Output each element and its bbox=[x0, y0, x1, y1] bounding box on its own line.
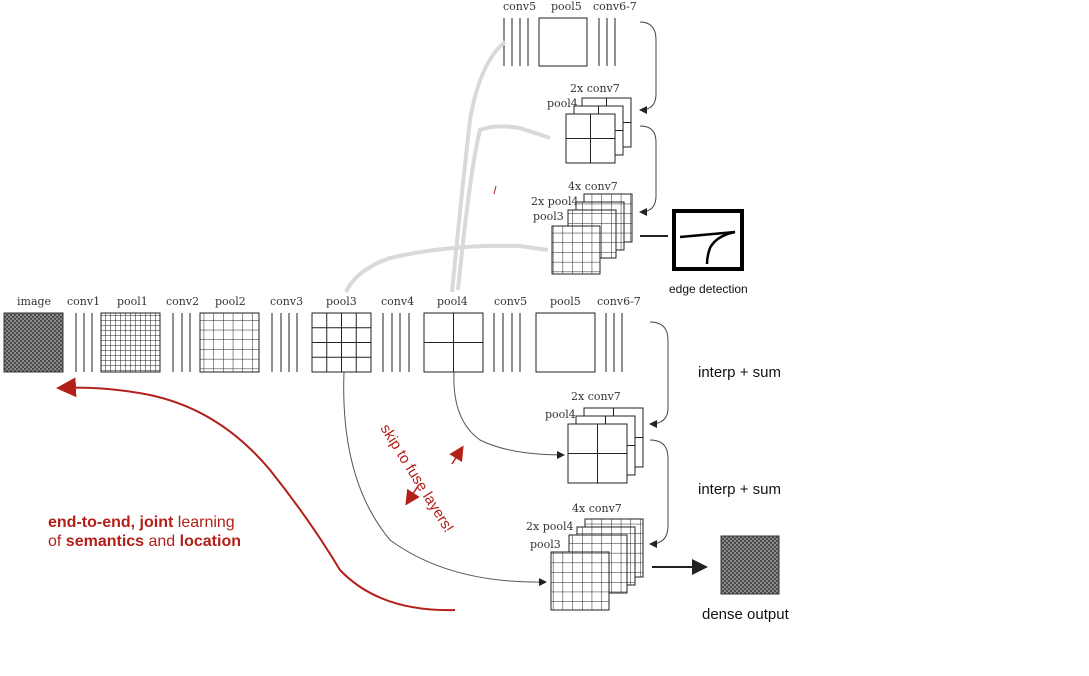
row-label-conv2: conv2 bbox=[166, 295, 199, 308]
edge-detection-label: edge detection bbox=[669, 282, 748, 296]
bottom-stage2-stack bbox=[567, 407, 644, 484]
skip-annotation: skip to fuse layers! bbox=[377, 421, 457, 535]
e2e-pre-2: of bbox=[48, 533, 66, 550]
ghost-red-tick bbox=[493, 185, 497, 195]
conv1-lines bbox=[75, 313, 93, 372]
dense-output-image bbox=[720, 535, 780, 595]
e2e-bold-semantics: semantics bbox=[66, 533, 144, 550]
top-4x-conv7-label: 4x conv7 bbox=[568, 180, 618, 193]
top-pool3-label: pool3 bbox=[533, 210, 564, 223]
row-label-conv6-7: conv6-7 bbox=[597, 295, 641, 308]
row-label-conv3: conv3 bbox=[270, 295, 303, 308]
e2e-rest-1: learning bbox=[173, 514, 234, 531]
edge-detection-box bbox=[672, 209, 744, 271]
interp-sum-1: interp + sum bbox=[698, 364, 781, 381]
bottom-bracket-1 bbox=[649, 321, 669, 428]
interp-sum-2: interp + sum bbox=[698, 481, 781, 498]
skip-down-arrow bbox=[405, 485, 420, 506]
row-label-pool2: pool2 bbox=[215, 295, 246, 308]
pool1-grid bbox=[100, 312, 161, 373]
top-stage3-stack bbox=[551, 193, 633, 275]
row-label-conv1: conv1 bbox=[67, 295, 100, 308]
row-label-image: image bbox=[17, 295, 51, 308]
e2e-bold-location: location bbox=[180, 533, 241, 550]
row-label-pool4: pool4 bbox=[437, 295, 468, 308]
skip-up-arrow bbox=[449, 445, 464, 465]
top-pool5-box bbox=[538, 17, 588, 67]
pool4-grid bbox=[423, 312, 484, 373]
top-label-conv6-7: conv6-7 bbox=[593, 0, 637, 13]
top-conv6-7-lines bbox=[598, 18, 616, 66]
bottom-pool4-label: pool4 bbox=[545, 408, 576, 421]
top-label-conv5: conv5 bbox=[503, 0, 536, 13]
conv2-lines bbox=[172, 313, 191, 372]
pool5-box bbox=[535, 312, 596, 373]
row-label-pool5: pool5 bbox=[550, 295, 581, 308]
conv4-lines bbox=[382, 313, 410, 372]
row-label-pool3: pool3 bbox=[326, 295, 357, 308]
row-label-pool1: pool1 bbox=[117, 295, 148, 308]
top-2x-pool4-label: 2x pool4 bbox=[531, 195, 579, 208]
bottom-branch: interp + sum 2x conv7 pool4 interp + sum… bbox=[526, 321, 790, 623]
red-annotations: skip to fuse layers! end-to-end, joint l… bbox=[48, 377, 464, 612]
bottom-bracket-2 bbox=[649, 439, 669, 548]
bottom-pool3-label: pool3 bbox=[530, 538, 561, 551]
pool3-grid bbox=[311, 312, 372, 373]
bottom-2x-pool4-label: 2x pool4 bbox=[526, 520, 574, 533]
top-branch: conv5 pool5 conv6-7 2x conv7 pool4 bbox=[503, 0, 748, 296]
pool2-grid bbox=[199, 312, 260, 373]
row-label-conv5: conv5 bbox=[494, 295, 527, 308]
top-pool4-label: pool4 bbox=[547, 97, 578, 110]
top-stage2-stack bbox=[565, 97, 632, 164]
dense-output-label: dense output bbox=[702, 606, 790, 623]
e2e-line-2: of semantics and location bbox=[48, 533, 241, 550]
bottom-4x-conv7-label: 4x conv7 bbox=[572, 502, 622, 515]
main-row: image conv1 pool1 conv2 pool2 conv3 pool… bbox=[3, 295, 641, 373]
top-label-pool5: pool5 bbox=[551, 0, 582, 13]
skip-pool3-curve bbox=[343, 371, 547, 587]
e2e-mid-2: and bbox=[144, 533, 180, 550]
conv3-lines bbox=[271, 313, 298, 372]
top-bracket-1 bbox=[639, 21, 657, 114]
skip-pool4-curve bbox=[453, 371, 565, 459]
bottom-2x-conv7-label: 2x conv7 bbox=[571, 390, 621, 403]
e2e-bold-1: end-to-end, joint bbox=[48, 514, 174, 531]
top-2x-conv7-label: 2x conv7 bbox=[570, 82, 620, 95]
e2e-line-1: end-to-end, joint learning bbox=[48, 514, 235, 531]
skip-connections bbox=[343, 371, 565, 587]
top-conv5-lines bbox=[503, 18, 529, 66]
e2e-return-arrow bbox=[56, 377, 456, 612]
conv6-7-lines bbox=[605, 313, 623, 372]
conv5-lines bbox=[493, 313, 521, 372]
top-bracket-2 bbox=[639, 125, 657, 216]
ghost-connectors bbox=[344, 40, 551, 293]
row-label-conv4: conv4 bbox=[381, 295, 414, 308]
bottom-stage3-stack bbox=[550, 518, 644, 611]
input-image bbox=[3, 312, 64, 373]
